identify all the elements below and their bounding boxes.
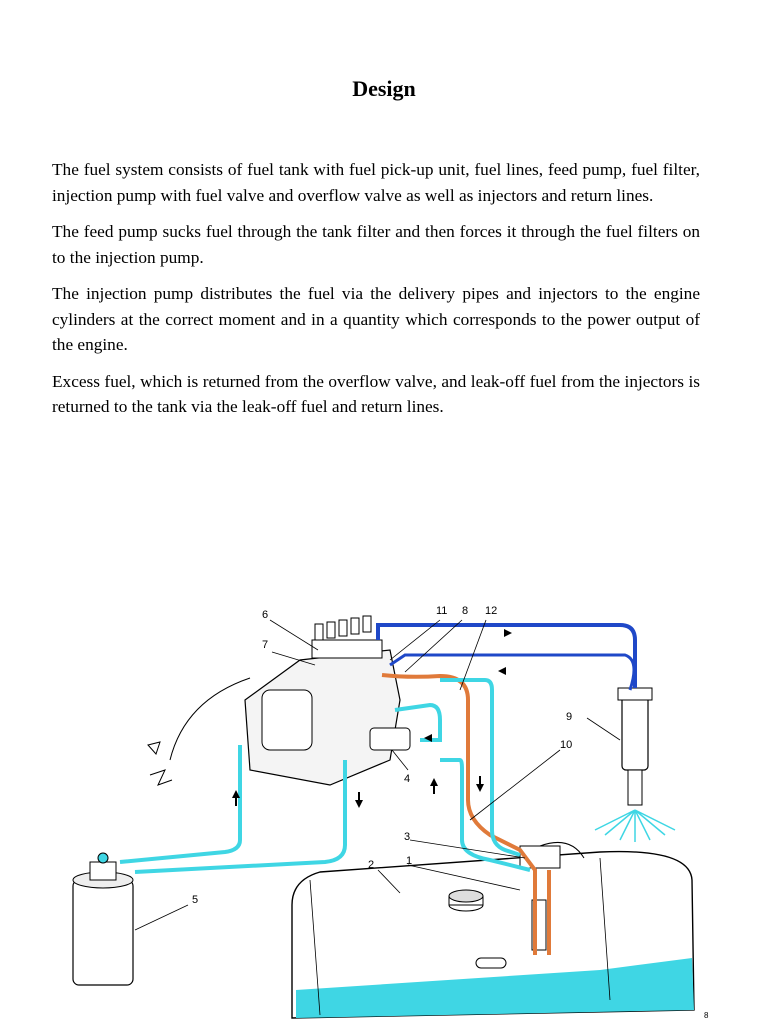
fuel-tank bbox=[291, 850, 695, 1019]
fuel-level bbox=[296, 958, 694, 1018]
paragraph: The fuel system consists of fuel tank wi… bbox=[52, 160, 700, 205]
paragraph: The injection pump distributes the fuel … bbox=[52, 284, 700, 354]
callout-9: 9 bbox=[566, 711, 572, 723]
callout-11: 11 bbox=[436, 605, 447, 617]
callout-4: 4 bbox=[404, 773, 410, 785]
callout-12: 12 bbox=[485, 605, 497, 617]
callout-1: 1 bbox=[406, 855, 412, 867]
return-line bbox=[381, 673, 537, 955]
fuel-filter bbox=[72, 852, 134, 986]
rotation-arrow bbox=[169, 677, 251, 761]
fuel-system-diagram: 6 7 11 8 12 9 10 4 3 1 2 5 8 bbox=[72, 605, 709, 1020]
callout-3: 3 bbox=[404, 831, 410, 843]
callout-10: 10 bbox=[560, 739, 572, 751]
body-text: The fuel system consists of fuel tank wi… bbox=[52, 157, 700, 431]
callout-5: 5 bbox=[192, 894, 198, 906]
leader-lines bbox=[134, 619, 621, 931]
flow-arrows bbox=[232, 629, 512, 808]
injector bbox=[594, 687, 676, 842]
paragraph: The feed pump sucks fuel through the tan… bbox=[52, 222, 700, 267]
feed-line bbox=[440, 678, 521, 857]
page-title: Design bbox=[352, 76, 416, 101]
leak-off-line bbox=[389, 653, 636, 691]
paragraph: Excess fuel, which is returned from the … bbox=[52, 371, 700, 417]
callout-6: 6 bbox=[262, 609, 268, 621]
injection-pump bbox=[244, 615, 411, 786]
page-mark: 8 bbox=[704, 1011, 709, 1020]
callout-2: 2 bbox=[368, 859, 374, 871]
callout-8: 8 bbox=[462, 605, 468, 617]
delivery-pipe bbox=[376, 623, 637, 688]
callout-7: 7 bbox=[262, 639, 268, 651]
